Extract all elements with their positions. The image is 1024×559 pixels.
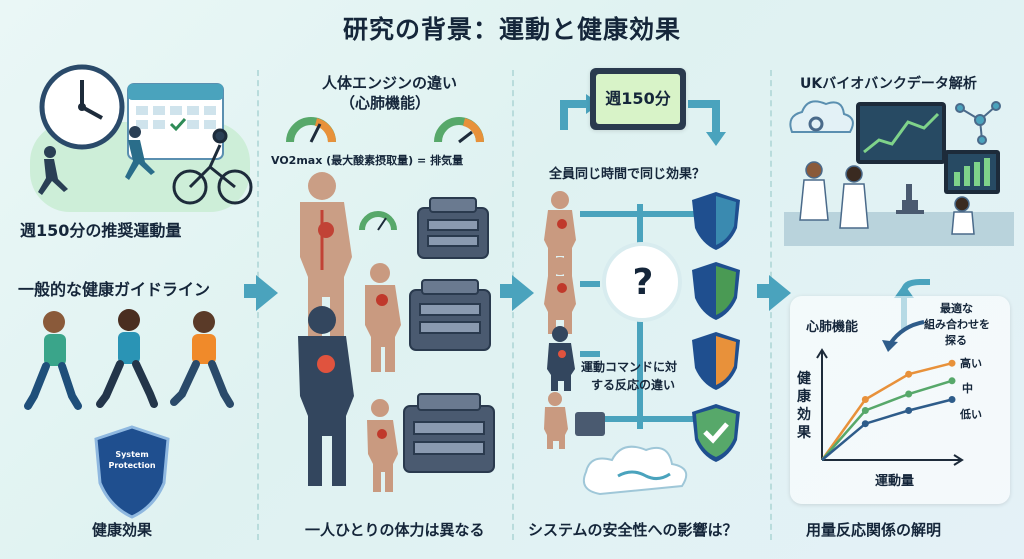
shield-icon — [692, 192, 740, 250]
scientist-icon — [951, 196, 975, 235]
vo2-label: VO2max (最大酸素摂取量) = 排気量 — [271, 154, 464, 167]
series-line-0 — [820, 361, 953, 461]
panel2-footer: 一人ひとりの体力は異なる — [305, 521, 485, 539]
clock-icon — [39, 64, 125, 150]
response-label-2: する反応の違い — [591, 378, 676, 392]
flow-arrow-bar — [757, 284, 771, 298]
cloud-icon — [582, 445, 688, 496]
shield-label: System Protection — [108, 450, 156, 470]
optimal-label-3: 探る — [945, 334, 967, 347]
shield-icon — [692, 262, 740, 320]
series-line-1 — [821, 379, 953, 461]
guideline-label: 一般的な健康ガイドライン — [18, 280, 211, 299]
data-point — [948, 377, 956, 385]
engine-icon — [403, 393, 495, 473]
down-arrow-icon — [882, 320, 925, 352]
runner-icon — [24, 311, 82, 410]
panel1-footer: 健康効果 — [92, 521, 153, 539]
flow-arrow-icon — [512, 275, 534, 311]
cloud-gear-icon — [789, 100, 854, 133]
dose-response-chart — [816, 348, 964, 466]
body-icon — [544, 392, 568, 449]
series-line-2 — [821, 398, 953, 461]
check-shield-icon — [692, 404, 740, 462]
flow-arrow-bar — [500, 284, 514, 298]
data-point — [905, 390, 913, 398]
flow-arrow-icon — [256, 275, 278, 311]
cyclist-icon — [172, 128, 253, 205]
legend-high: 高い — [960, 357, 982, 370]
x-axis-label: 運動量 — [875, 474, 915, 489]
flow-arrow-icon — [769, 275, 791, 311]
data-point — [948, 396, 956, 403]
running-group-illustration — [24, 309, 234, 410]
calendar-icon — [127, 83, 224, 160]
runner-icon — [96, 309, 158, 408]
body-engine-illustration — [298, 172, 495, 492]
optimal-label-1: 最適な — [940, 302, 973, 315]
engine-subheading: （心肺機能） — [340, 94, 431, 112]
legend-mid: 中 — [962, 382, 973, 395]
microscope-icon — [896, 184, 924, 214]
chart-title: 心肺機能 — [806, 320, 859, 335]
body-icon — [544, 257, 576, 334]
data-point — [861, 420, 869, 428]
gauge-icon — [286, 117, 336, 143]
gauge-icon — [359, 211, 397, 231]
medium-body-icon — [365, 263, 401, 372]
engine-icon — [417, 197, 489, 259]
monitor-label: 週150分 — [596, 74, 680, 124]
monitor-icon — [944, 150, 1000, 194]
scientist-icon — [799, 161, 829, 221]
engine-heading: 人体エンジンの違い — [322, 74, 458, 92]
data-point — [861, 407, 869, 414]
dark-body-icon — [298, 306, 354, 486]
recommend-label: 週150分の推奨運動量 — [20, 221, 182, 240]
curved-arrow-icon — [894, 279, 930, 330]
question-mark: ? — [632, 262, 654, 303]
legend-low: 低い — [960, 408, 982, 421]
body-icon — [544, 191, 576, 276]
question-circle — [602, 242, 682, 322]
response-label-1: 運動コマンドに対 — [581, 360, 678, 374]
gauge-icon — [434, 117, 484, 144]
data-point — [905, 370, 913, 378]
optimal-label-2: 組み合わせを — [924, 318, 990, 331]
shield-icon — [692, 332, 740, 390]
panel4-footer: 用量反応関係の解明 — [806, 521, 942, 539]
x-axis-arrow — [953, 454, 964, 466]
network-icon — [955, 101, 1001, 145]
shield-icon — [94, 425, 170, 519]
shield-column — [692, 192, 740, 462]
large-body-icon — [300, 172, 352, 337]
response-flow-illustration — [544, 191, 695, 496]
y-axis-arrow — [816, 348, 828, 359]
y-axis-label: 健康効果 — [797, 371, 811, 441]
page-title: 研究の背景：運動と健康効果 — [342, 15, 681, 44]
flow-arrow-bar — [244, 284, 258, 298]
monitor-icon — [856, 102, 946, 164]
lab-scene-illustration — [784, 100, 1014, 246]
data-point — [948, 359, 956, 367]
body-icon — [547, 326, 575, 391]
question-label: 全員同じ時間で同じ効果？ — [549, 167, 706, 182]
engine-icon — [409, 279, 491, 351]
small-body-icon — [367, 399, 398, 492]
data-point — [905, 407, 913, 414]
data-point — [861, 396, 869, 403]
panel3-footer: システムの安全性への影響は？ — [528, 521, 738, 539]
scientist-icon — [839, 165, 869, 229]
analysis-heading: UKバイオバンクデータ解析 — [800, 76, 977, 92]
engine-icon — [575, 412, 605, 436]
clock-calendar-runners-illustration — [30, 64, 253, 212]
runner-icon — [38, 126, 155, 195]
runner-icon — [170, 311, 234, 408]
